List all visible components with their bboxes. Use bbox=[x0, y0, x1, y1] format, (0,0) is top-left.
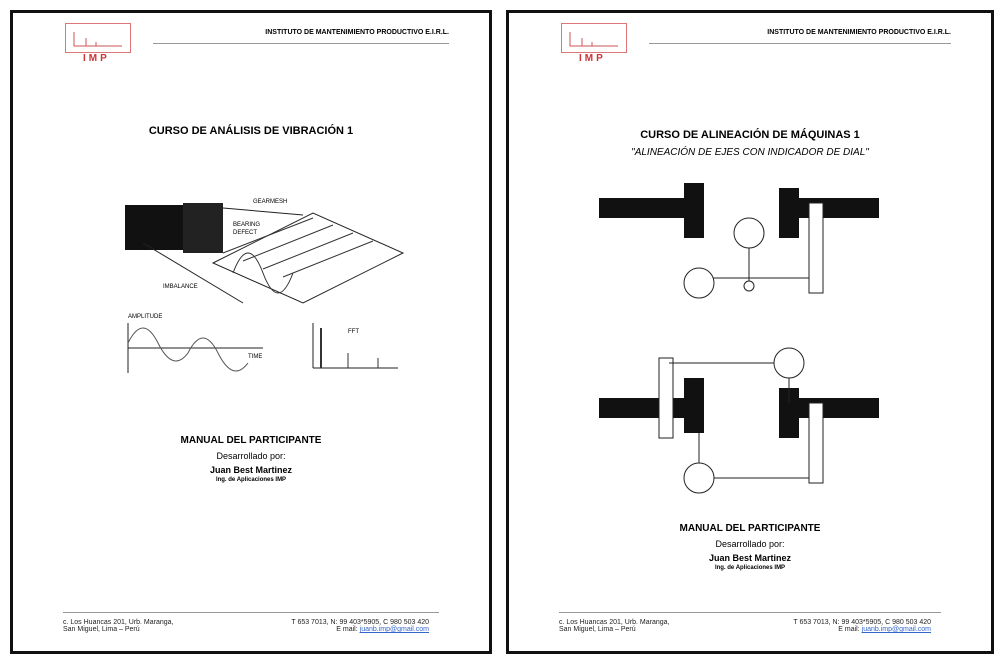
imp-logo bbox=[65, 23, 131, 53]
logo-text: IMP bbox=[579, 53, 606, 64]
manual-cover-vibration: IMP INSTITUTO DE MANTENIMIENTO PRODUCTIV… bbox=[10, 10, 492, 654]
footer: c. Los Huancas 201, Urb. Maranga, San Mi… bbox=[559, 612, 941, 633]
manual-label: MANUAL DEL PARTICIPANTE bbox=[679, 523, 821, 534]
course-title: CURSO DE ANÁLISIS DE VIBRACIÓN 1 bbox=[148, 125, 354, 137]
institute-name: INSTITUTO DE MANTENIMIENTO PRODUCTIVO E.… bbox=[767, 29, 951, 36]
phone-numbers: T 653 7013, N: 99 403*5905, C 980 503 42… bbox=[291, 619, 429, 626]
phone-numbers: T 653 7013, N: 99 403*5905, C 980 503 42… bbox=[793, 619, 931, 626]
email-label: E mail: bbox=[336, 626, 358, 633]
label-gearmesh: GEARMESH bbox=[253, 199, 287, 205]
institute-name: INSTITUTO DE MANTENIMIENTO PRODUCTIVO E.… bbox=[265, 29, 449, 36]
header-divider bbox=[649, 43, 951, 44]
email-link[interactable]: juanb.imp@gmail.com bbox=[359, 626, 429, 633]
imp-logo bbox=[561, 23, 627, 53]
author-role: Ing. de Aplicaciones IMP bbox=[714, 565, 786, 571]
label-bearing: BEARING bbox=[233, 222, 260, 228]
vibration-illustration: GEARMESH BEARING DEFECT IMBALANCE AMPLIT… bbox=[125, 199, 405, 373]
developed-by: Desarrollado por: bbox=[216, 451, 286, 461]
course-subtitle: "ALINEACIÓN DE EJES CON INDICADOR DE DIA… bbox=[631, 147, 869, 158]
label-amplitude: AMPLITUDE bbox=[128, 314, 162, 320]
course-title: CURSO DE ALINEACIÓN DE MÁQUINAS 1 bbox=[640, 129, 860, 141]
footer: c. Los Huancas 201, Urb. Maranga, San Mi… bbox=[63, 612, 439, 633]
manual-label: MANUAL DEL PARTICIPANTE bbox=[180, 435, 322, 446]
shaft-alignment-illustration bbox=[599, 183, 879, 494]
header-divider bbox=[153, 43, 449, 44]
developed-by: Desarrollado por: bbox=[715, 539, 785, 549]
label-fft: FFT bbox=[348, 329, 359, 335]
address-line-2: San Miguel, Lima – Perú bbox=[559, 626, 636, 633]
address-line-1: c. Los Huancas 201, Urb. Maranga, bbox=[559, 619, 670, 626]
author-role: Ing. de Aplicaciones IMP bbox=[215, 477, 287, 483]
email-link[interactable]: juanb.imp@gmail.com bbox=[861, 626, 931, 633]
address-line-1: c. Los Huancas 201, Urb. Maranga, bbox=[63, 619, 174, 626]
address-line-2: San Miguel, Lima – Perú bbox=[63, 626, 140, 633]
label-time: TIME bbox=[248, 354, 262, 360]
author-name: Juan Best Martinez bbox=[708, 553, 792, 563]
manual-cover-alignment: IMP INSTITUTO DE MANTENIMIENTO PRODUCTIV… bbox=[506, 10, 994, 654]
logo-text: IMP bbox=[83, 53, 110, 64]
email-label: E mail: bbox=[838, 626, 860, 633]
author-name: Juan Best Martinez bbox=[209, 465, 293, 475]
label-defect: DEFECT bbox=[233, 230, 257, 236]
label-imbalance: IMBALANCE bbox=[163, 284, 198, 290]
